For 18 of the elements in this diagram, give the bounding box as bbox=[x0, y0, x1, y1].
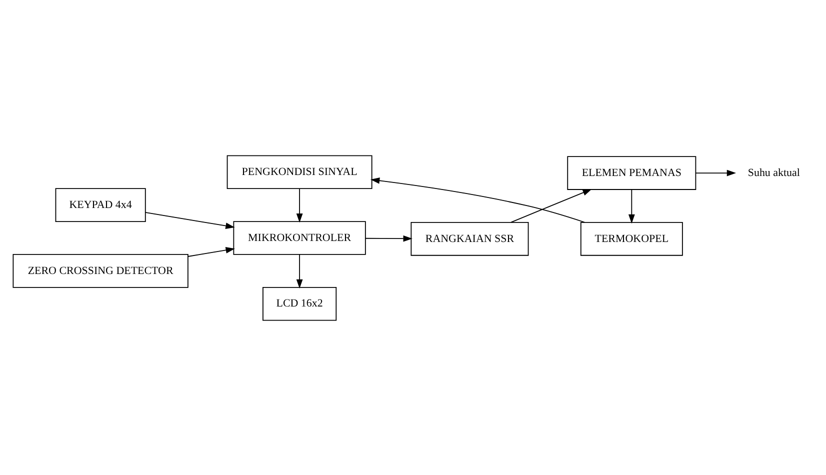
arrow bbox=[145, 211, 235, 228]
node-box: RANGKAIAN SSR bbox=[410, 221, 529, 256]
arrow bbox=[365, 234, 412, 242]
node-text: Suhu aktual bbox=[748, 166, 800, 178]
arrow bbox=[628, 188, 635, 224]
arrow bbox=[296, 254, 303, 288]
node-box: KEYPAD 4x4 bbox=[55, 188, 146, 222]
node-box: LCD 16x2 bbox=[262, 286, 337, 320]
node-box: PENGKONDISI SINYAL bbox=[226, 154, 372, 189]
arrow bbox=[510, 188, 592, 222]
node-box: TERMOKOPEL bbox=[580, 221, 683, 256]
arrow bbox=[370, 176, 586, 222]
node-box: MIKROKONTROLER bbox=[233, 220, 366, 254]
node-box: ELEMEN PEMANAS bbox=[567, 156, 696, 190]
arrow bbox=[695, 169, 736, 176]
node-box: ZERO CROSSING DETECTOR bbox=[12, 254, 188, 288]
arrow bbox=[188, 246, 235, 256]
arrow bbox=[296, 188, 303, 222]
